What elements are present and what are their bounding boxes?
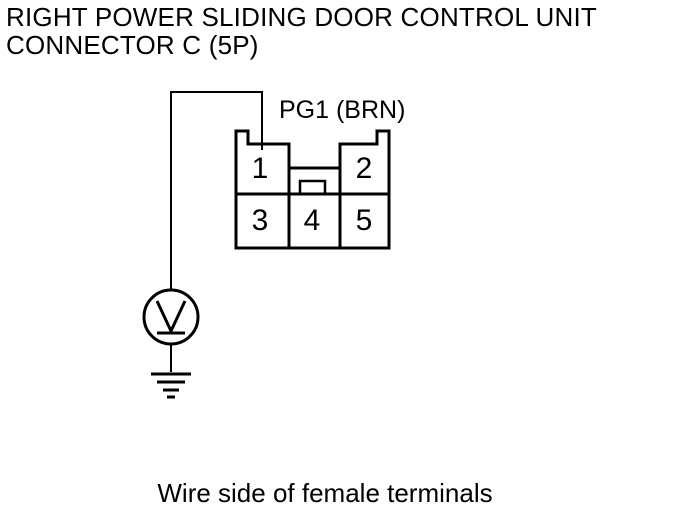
- terminal-1-label: 1: [251, 152, 269, 185]
- diagram-title-line-1: RIGHT POWER SLIDING DOOR CONTROL UNIT: [6, 2, 597, 32]
- diagram-title-line-2: CONNECTOR C (5P): [6, 30, 259, 60]
- ground-icon: [151, 372, 191, 399]
- locking-tab: [298, 179, 327, 196]
- wire-label: PG1 (BRN): [279, 96, 406, 124]
- test-lead-wire: [170, 91, 263, 290]
- terminal-4-label: 4: [303, 204, 321, 237]
- terminal-3-label: 3: [251, 204, 269, 237]
- voltmeter-icon: [142, 288, 200, 346]
- terminal-2-label: 2: [355, 152, 373, 185]
- terminal-5-label: 5: [355, 204, 373, 237]
- connector-housing: [234, 129, 391, 250]
- view-caption: Wire side of female terminals: [157, 478, 493, 508]
